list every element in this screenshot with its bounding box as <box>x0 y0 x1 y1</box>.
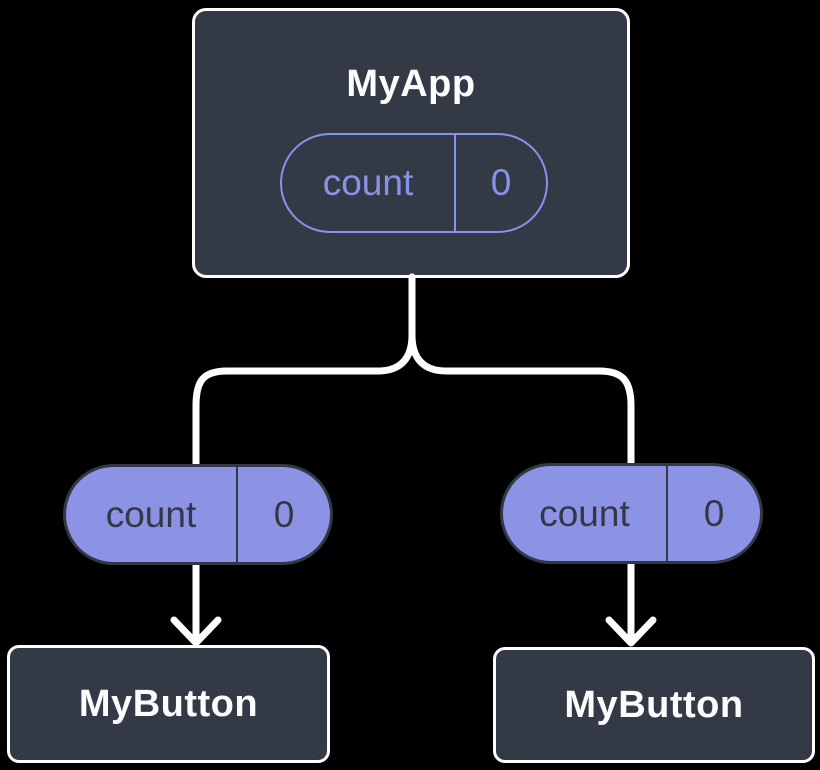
props-pill-value: 0 <box>273 493 295 535</box>
props-pill-value: 0 <box>703 492 725 534</box>
props-pill-divider <box>666 466 668 561</box>
state-pill-label: count <box>322 162 414 203</box>
state-pill-value: 0 <box>490 162 512 203</box>
component-box-mybutton-right: MyButton <box>493 647 815 763</box>
arrowhead-right-icon <box>605 616 657 647</box>
connector-branch-right <box>408 273 635 642</box>
props-pill-divider <box>236 467 238 562</box>
props-pill-label: count <box>539 492 630 534</box>
arrowhead-left-icon <box>170 616 222 647</box>
props-pill-right: count 0 <box>500 463 763 564</box>
component-box-myapp: MyApp count 0 <box>192 8 630 278</box>
state-pill-divider <box>454 135 456 231</box>
props-pill-label: count <box>105 493 197 535</box>
state-pill: count 0 <box>280 133 548 233</box>
component-title: MyButton <box>564 683 744 726</box>
connector-branch-left <box>192 273 416 642</box>
props-pill-left: count 0 <box>63 464 333 565</box>
component-title: MyButton <box>78 682 259 725</box>
component-box-mybutton-left: MyButton <box>7 645 330 763</box>
component-title: MyApp <box>346 63 476 105</box>
